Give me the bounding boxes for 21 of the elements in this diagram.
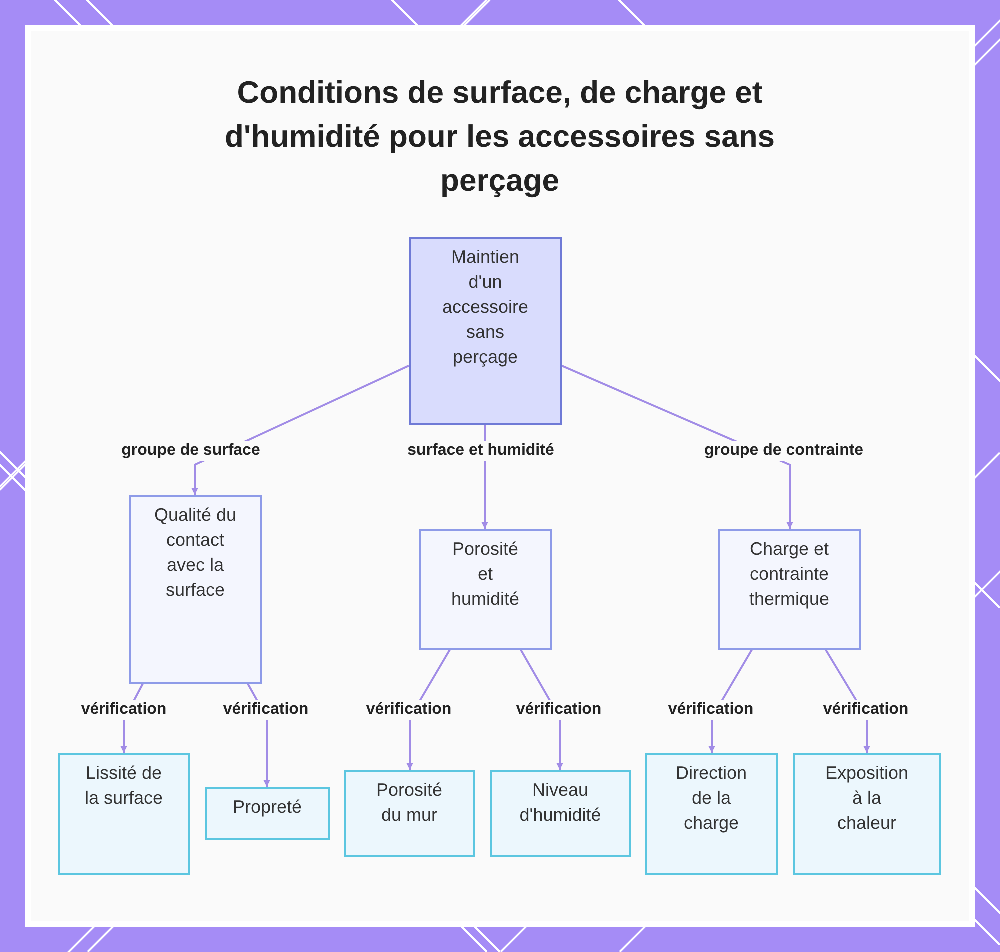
diagram-title: Conditions de surface, de charge et d'humidité pour les accessoires sans perçage xyxy=(224,74,776,200)
process-box xyxy=(409,237,562,425)
process-box xyxy=(718,529,861,650)
node-label: Niveau d'humidité xyxy=(518,779,602,827)
process-box xyxy=(344,770,475,857)
process-box xyxy=(205,787,330,840)
process-box xyxy=(645,753,778,875)
node-label: Maintien d'un accessoire sans perçage xyxy=(441,246,530,369)
process-box xyxy=(419,529,552,650)
node-label: Porosité du mur xyxy=(375,779,444,827)
node-label: Porosité et humidité xyxy=(450,538,521,611)
node-label: Lissité de la surface xyxy=(84,762,164,810)
node-label: Charge et contrainte thermique xyxy=(748,538,831,611)
node-label: Qualité du contact avec la surface xyxy=(153,504,238,602)
process-box xyxy=(490,770,631,857)
node-label: Direction de la charge xyxy=(674,762,748,835)
process-box xyxy=(129,495,262,684)
node-label: Propreté xyxy=(232,796,304,819)
process-box xyxy=(58,753,190,875)
process-box xyxy=(793,753,941,875)
node-label: Exposition à la chaleur xyxy=(824,762,910,835)
